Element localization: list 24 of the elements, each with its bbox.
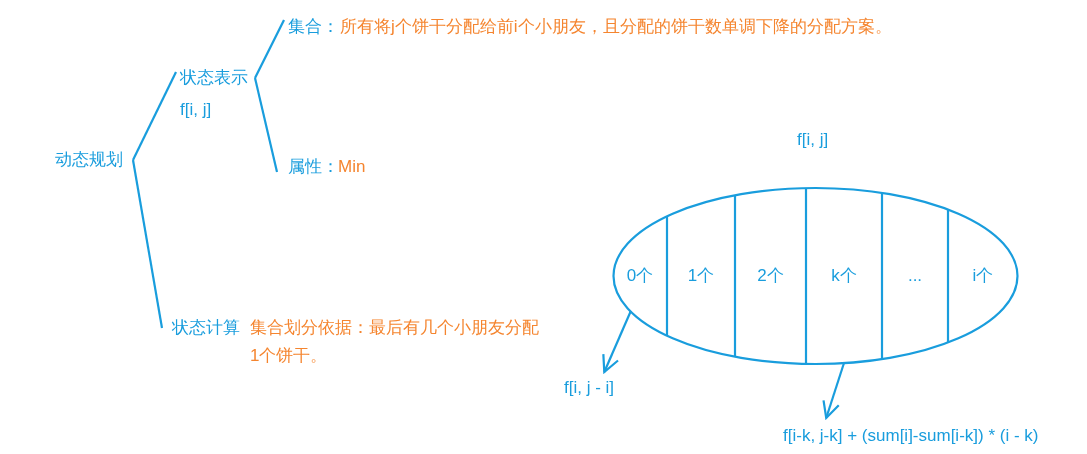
heading-text: 集合： bbox=[288, 16, 339, 38]
count-label: 2个 bbox=[756, 265, 785, 287]
heading-text: f[i, j] bbox=[797, 129, 829, 151]
formula-text: f[i-k, j-k] + (sum[i]-sum[i-k]) * (i - k) bbox=[783, 425, 1039, 447]
arrow bbox=[822, 362, 846, 420]
count-label: ... bbox=[906, 265, 924, 287]
count-label: i个 bbox=[971, 265, 995, 287]
connector-line bbox=[254, 19, 285, 79]
description-text: 所有将j个饼干分配给前i个小朋友，且分配的饼干数单调下降的分配方案。 bbox=[340, 16, 892, 38]
branch-label: 状态表示 bbox=[180, 67, 248, 89]
note-text: 集合划分依据：最后有几个小朋友分配1个饼干。 bbox=[250, 317, 540, 367]
formula-text: f[i, j] bbox=[180, 99, 212, 121]
connector-line bbox=[253, 77, 279, 173]
count-label: 1个 bbox=[686, 265, 716, 287]
formula-text: f[i, j - i] bbox=[564, 377, 615, 399]
count-label: 0个 bbox=[625, 265, 655, 287]
heading-text: 属性： bbox=[288, 156, 339, 178]
connector-line bbox=[132, 71, 177, 161]
branch-label: 状态计算 bbox=[172, 317, 240, 339]
count-label: k个 bbox=[830, 265, 858, 287]
arrow bbox=[602, 310, 632, 374]
connector-line bbox=[131, 159, 164, 329]
branch-label: 动态规划 bbox=[55, 149, 123, 171]
value-text: Min bbox=[338, 156, 366, 178]
